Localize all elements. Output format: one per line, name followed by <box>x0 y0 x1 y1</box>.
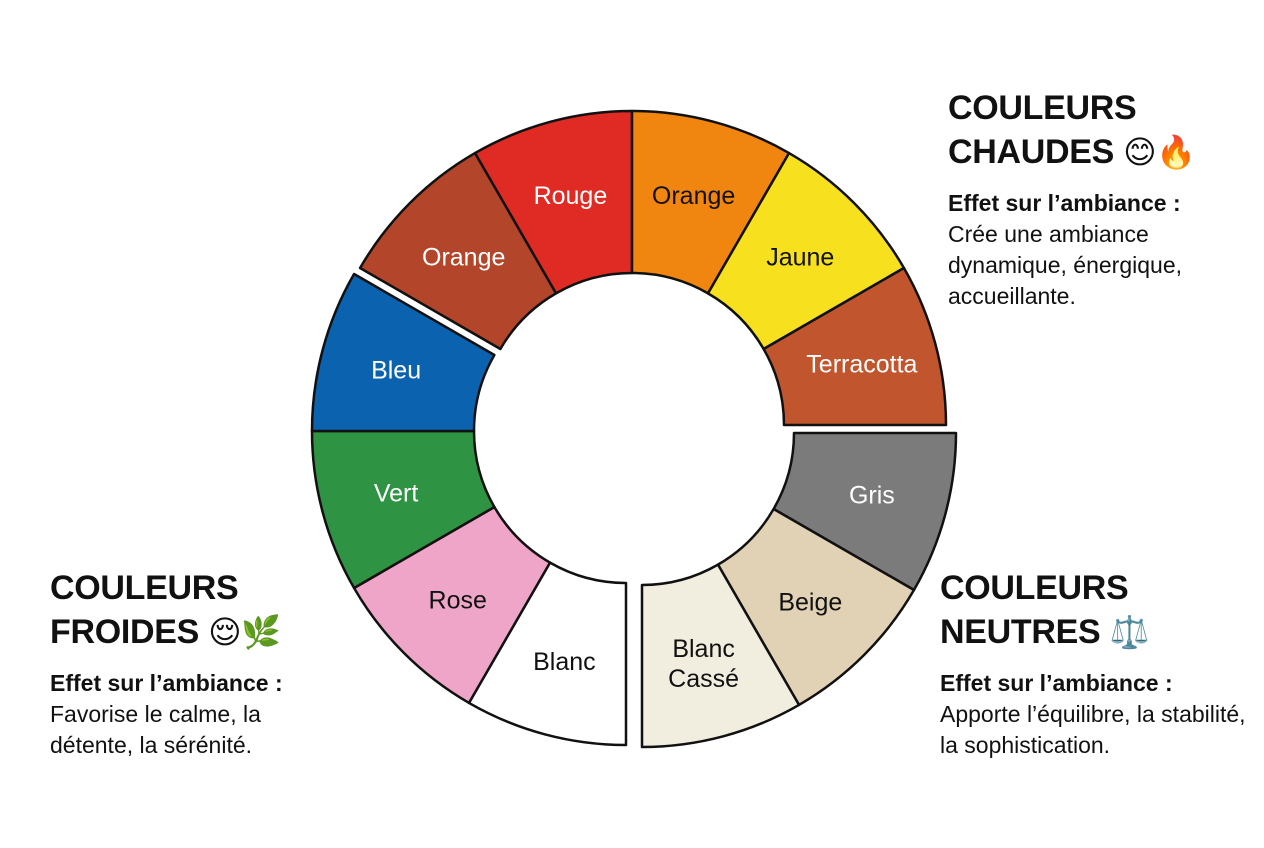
neutres-effect-title: Effet sur l’ambiance : <box>940 670 1173 696</box>
group-couleurs-froides: COULEURS FROIDES 😌🌿 Effet sur l’ambiance… <box>50 566 350 761</box>
froides-title-line2: FROIDES <box>50 613 200 651</box>
segment-label-orange-brique: Orange <box>422 244 505 272</box>
segment-label-beige: Beige <box>778 588 842 616</box>
balance-scale-icon: ⚖️ <box>1109 613 1150 651</box>
segment-label-vert: Vert <box>374 480 419 508</box>
segment-label-terracotta: Terracotta <box>806 350 917 378</box>
segment-label-bleu: Bleu <box>371 356 421 384</box>
group-couleurs-chaudes: COULEURS CHAUDES 😊🔥 Effet sur l’ambiance… <box>948 86 1258 312</box>
segment-blanc-casse <box>640 563 801 749</box>
neutres-title-line1: COULEURS <box>940 569 1129 607</box>
chaudes-title-line1: COULEURS <box>948 89 1137 127</box>
relieved-leaf-icon: 😌🌿 <box>208 613 281 651</box>
chaudes-effect-body: Crée une ambiance dynamique, énergique, … <box>948 221 1182 309</box>
segment-label-orange-chaud: Orange <box>652 182 735 210</box>
segment-label-blanc: Blanc <box>533 648 596 676</box>
froides-title-line1: COULEURS <box>50 569 239 607</box>
chaudes-title-line2: CHAUDES <box>948 133 1115 171</box>
froides-title: COULEURS FROIDES 😌🌿 <box>50 566 350 654</box>
segment-orange-brique <box>358 151 558 351</box>
chaudes-effect-title: Effet sur l’ambiance : <box>948 190 1181 216</box>
segment-bleu <box>310 272 496 433</box>
neutres-effect-body: Apporte l’équilibre, la stabilité, la so… <box>940 701 1246 758</box>
segment-label-gris: Gris <box>849 482 895 510</box>
segment-label-jaune: Jaune <box>766 244 834 272</box>
segment-terracotta <box>762 266 948 427</box>
neutres-title-line2: NEUTRES <box>940 613 1101 651</box>
smile-fire-icon: 😊🔥 <box>1123 133 1196 171</box>
segment-label-rouge: Rouge <box>534 182 608 210</box>
segment-label-rose: Rose <box>429 586 487 614</box>
chaudes-title: COULEURS CHAUDES 😊🔥 <box>948 86 1258 174</box>
froides-effect-body: Favorise le calme, la détente, la séréni… <box>50 701 261 758</box>
neutres-title: COULEURS NEUTRES ⚖️ <box>940 566 1262 654</box>
froides-effect-title: Effet sur l’ambiance : <box>50 670 283 696</box>
group-couleurs-neutres: COULEURS NEUTRES ⚖️ Effet sur l’ambiance… <box>940 566 1262 761</box>
